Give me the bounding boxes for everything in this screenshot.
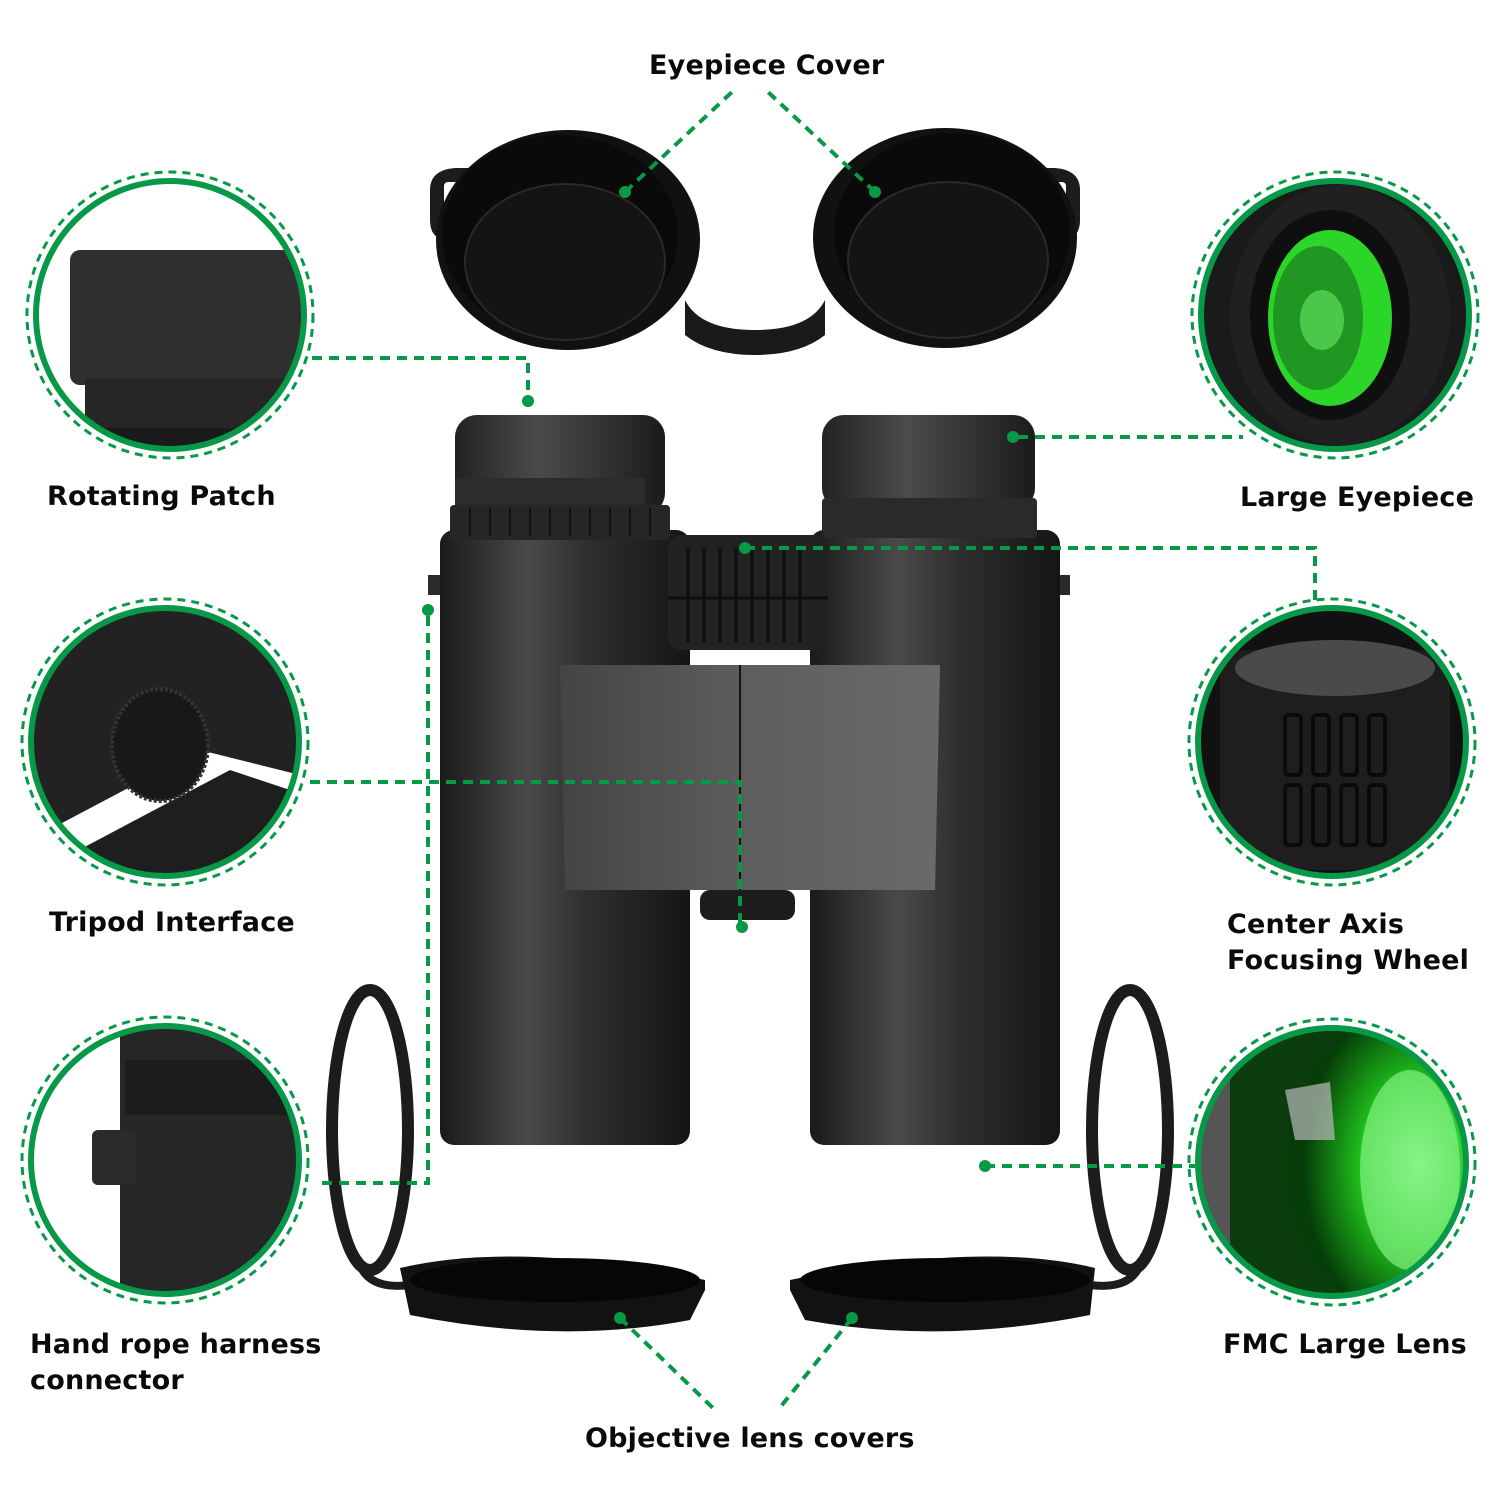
- leader-lines: [310, 90, 1317, 1412]
- detail-circle-rings: [20, 170, 1480, 1307]
- label-tripod-interface: Tripod Interface: [49, 907, 295, 938]
- label-fmc-large-lens: FMC Large Lens: [1223, 1329, 1467, 1360]
- large-eyepiece-detail-image: [1201, 181, 1469, 449]
- label-eyepiece-cover: Eyepiece Cover: [649, 50, 885, 81]
- leader-dots: [422, 186, 1019, 1324]
- label-center-axis-focusing-wheel: Center Axis Focusing Wheel: [1227, 907, 1469, 979]
- hand-rope-connector-detail-image: [31, 1026, 299, 1294]
- label-hand-rope-harness-connector: Hand rope harness connector: [30, 1327, 322, 1399]
- rotating-patch-detail-image: [36, 181, 304, 449]
- label-large-eyepiece: Large Eyepiece: [1240, 482, 1475, 513]
- label-center-axis-line2: Focusing Wheel: [1227, 945, 1470, 976]
- label-hand-rope-line1: Hand rope harness: [30, 1329, 322, 1360]
- label-objective-lens-covers: Objective lens covers: [585, 1423, 915, 1454]
- center-focus-wheel-detail-image: [1198, 608, 1466, 876]
- objective-covers-graphic: [326, 984, 1174, 1332]
- binocular-body-graphic: [428, 415, 1070, 1145]
- label-center-axis-line1: Center Axis: [1227, 909, 1405, 940]
- label-rotating-patch: Rotating Patch: [47, 481, 276, 512]
- eyepiece-cover-graphic: [430, 128, 1080, 355]
- label-hand-rope-line2: connector: [30, 1365, 184, 1396]
